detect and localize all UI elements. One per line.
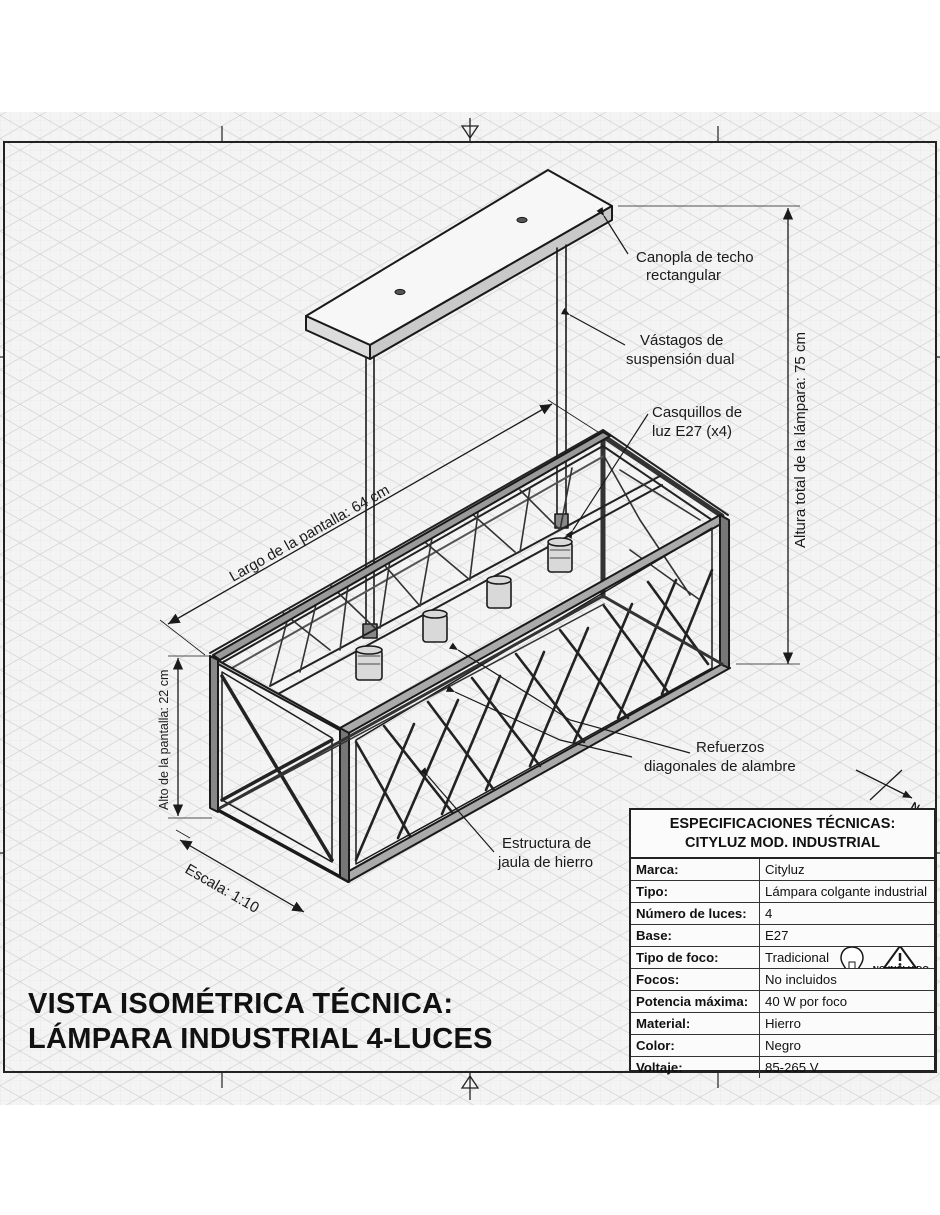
spec-table: ESPECIFICACIONES TÉCNICAS: CITYLUZ MOD. …: [629, 808, 936, 1078]
socket-3: [486, 575, 512, 609]
callout-labels: Canopla de techo rectangular Vástagos de…: [497, 249, 796, 871]
spec-title-1: ESPECIFICACIONES TÉCNICAS:: [669, 816, 896, 832]
spec-row: Tipo: Lámpara colgante industrial: [631, 880, 934, 903]
spec-value: Cityluz: [759, 859, 934, 881]
spec-key: Potencia máxima:: [631, 990, 760, 1013]
rods-label-1: Vástagos de: [640, 332, 723, 349]
spec-value: Hierro: [759, 1012, 934, 1035]
title-line-2: LÁMPARA INDUSTRIAL 4-LUCES: [28, 1021, 493, 1055]
spec-row: Base: E27: [631, 924, 934, 947]
lightbulb-icon: [840, 946, 864, 968]
spec-row: Focos: No incluidos: [631, 968, 934, 991]
warning-triangle-icon: [883, 946, 917, 968]
spec-key: Tipo de foco:: [631, 946, 760, 969]
center-mark-arrow-icon: [460, 118, 480, 1100]
socket-1: [355, 645, 383, 681]
spec-value: 4: [759, 902, 934, 925]
total-height-label: Altura total de la lámpara: 75 cm: [792, 332, 809, 548]
wires-label-2: diagonales de alambre: [644, 758, 796, 775]
canopy-label-1: Canopla de techo: [636, 249, 754, 266]
height-dimension-label: Alto de la pantalla: 22 cm: [157, 670, 171, 810]
spec-value: TradicionalNO INCLUIDO: [759, 946, 934, 969]
spec-key: Marca:: [631, 859, 760, 881]
ceiling-canopy: [305, 169, 613, 360]
spec-row: Marca: Cityluz: [631, 859, 934, 881]
spec-key: Material:: [631, 1012, 760, 1035]
leader-lines: [419, 206, 691, 853]
title-line-1: VISTA ISOMÉTRICA TÉCNICA:: [28, 986, 453, 1020]
spec-value: E27: [759, 924, 934, 947]
spec-value: Negro: [759, 1034, 934, 1057]
dimension-lines: [159, 205, 800, 913]
spec-key: Voltaje:: [631, 1056, 760, 1078]
spec-value: 85-265 V: [765, 1060, 819, 1075]
spec-row: Potencia máxima: 40 W por foco: [631, 990, 934, 1013]
spec-key: Focos:: [631, 968, 760, 991]
spec-row: Voltaje: 85-265 V: [631, 1056, 934, 1078]
socket-4: [547, 537, 573, 573]
no-incluido-label: NO INCLUIDO: [873, 964, 929, 968]
not-included-icons: NO INCLUIDO: [836, 946, 932, 968]
spec-value: Lámpara colgante industrial: [759, 880, 934, 903]
spec-row: Material: Hierro: [631, 1012, 934, 1035]
spec-row: Color: Negro: [631, 1034, 934, 1057]
sockets-label-1: Casquillos de: [652, 404, 742, 421]
end-x-brace: [220, 674, 334, 862]
cage-label-1: Estructura de: [502, 835, 591, 852]
north-arrow-icon: [855, 769, 913, 801]
socket-2: [422, 609, 448, 643]
spec-key: Tipo:: [631, 880, 760, 903]
cage-label-2: jaula de hierro: [497, 854, 593, 871]
spec-row: Número de luces: 4: [631, 902, 934, 925]
spec-table-header: ESPECIFICACIONES TÉCNICAS: CITYLUZ MOD. …: [631, 810, 934, 859]
sockets-label-2: luz E27 (x4): [652, 423, 732, 440]
wires-label-1: Refuerzos: [696, 739, 764, 756]
canopy-label-2: rectangular: [646, 267, 721, 284]
spec-key: Número de luces:: [631, 902, 760, 925]
spec-key: Base:: [631, 924, 760, 947]
rods-label-2: suspensión dual: [626, 351, 734, 368]
spec-rows: Marca: Cityluz Tipo: Lámpara colgante in…: [631, 859, 934, 1078]
spec-value: No incluidos: [759, 968, 934, 991]
spec-key: Color:: [631, 1034, 760, 1057]
spec-value: 40 W por foco: [759, 990, 934, 1013]
front-wall-diagonals: [354, 568, 714, 862]
spec-row: Tipo de foco: TradicionalNO INCLUIDO: [631, 946, 934, 969]
spec-title-2: CITYLUZ MOD. INDUSTRIAL: [685, 835, 880, 851]
